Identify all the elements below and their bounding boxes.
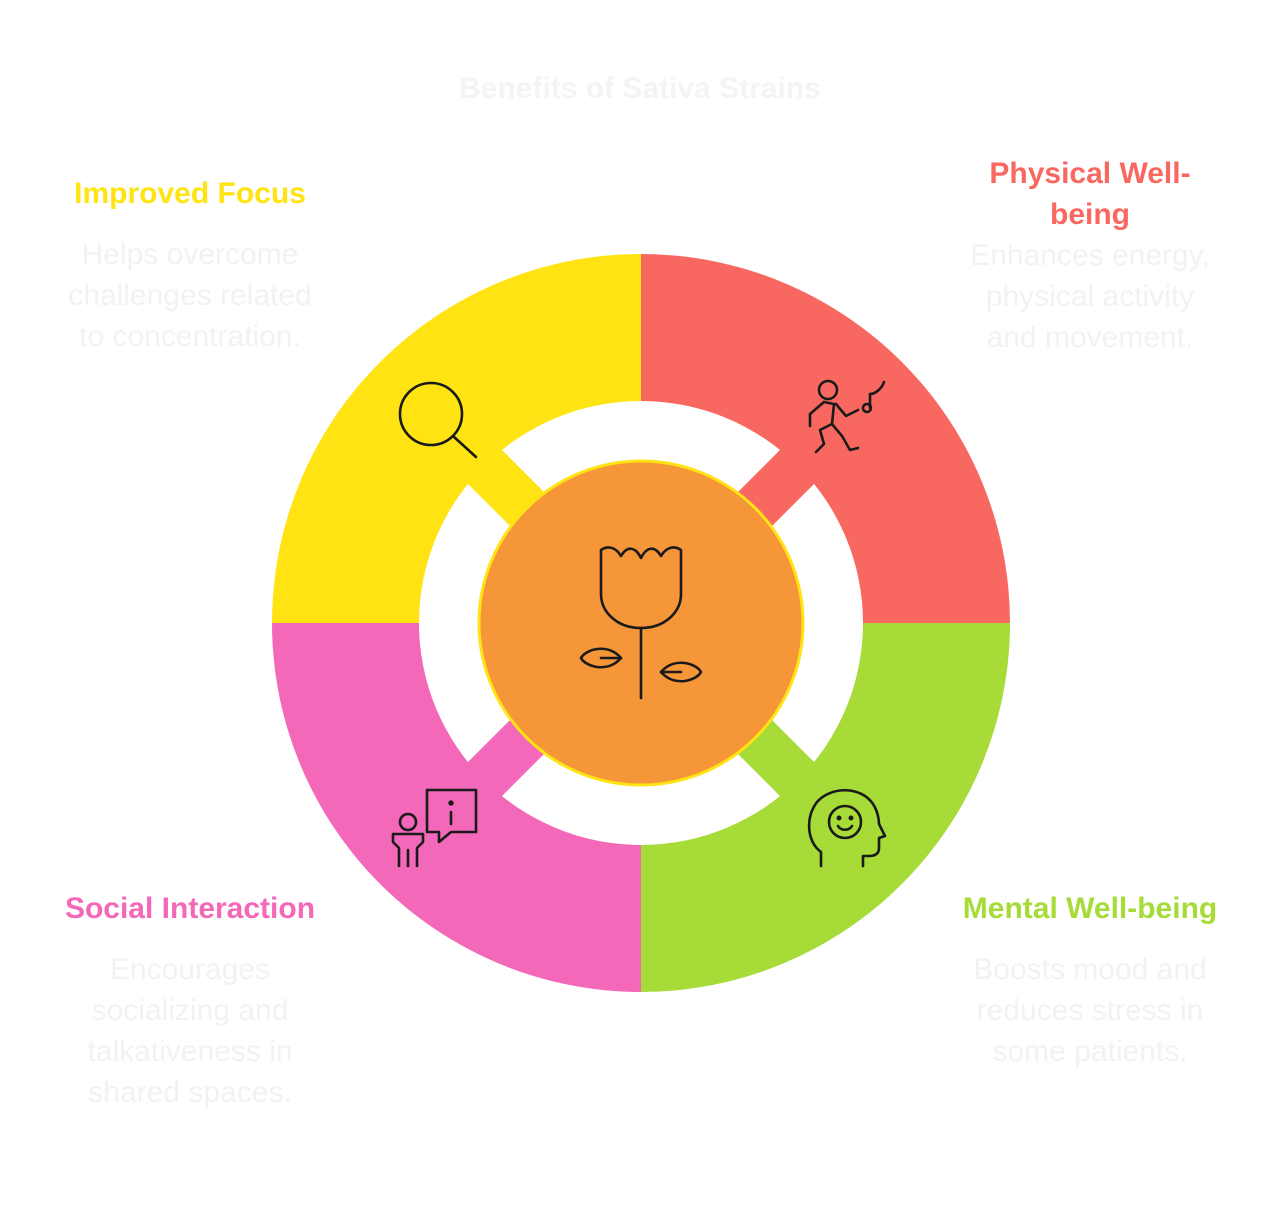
connector-mental	[738, 720, 855, 837]
mental-well-being-block: Mental Well-being Boosts mood and reduce…	[940, 888, 1240, 1072]
mental-well-being-description: Boosts mood and reduces stress in some p…	[973, 953, 1207, 1068]
social-interaction-heading: Social Interaction	[64, 892, 316, 925]
diagram-title: Benefits of Sativa Strains	[459, 72, 821, 105]
physical-well-being-block: Physical Well- being Enhances energy, ph…	[940, 153, 1240, 358]
physical-well-being-description: Enhances energy, physical activity and m…	[970, 239, 1210, 354]
center-circle	[477, 459, 805, 787]
connector-social	[427, 720, 544, 837]
social-interaction-block: Social Interaction Encourages socializin…	[40, 888, 340, 1113]
social-interaction-description: Encourages socializing and talkativeness…	[87, 953, 293, 1109]
improved-focus-block: Improved Focus Helps overcome challenges…	[40, 173, 340, 357]
tulip-icon	[579, 546, 703, 700]
physical-well-being-heading: Physical Well- being	[989, 157, 1191, 231]
connector-physical	[738, 409, 855, 526]
improved-focus-heading: Improved Focus	[74, 177, 306, 210]
dancing-person-music-icon	[808, 379, 886, 454]
smiling-head-icon	[807, 789, 887, 868]
magnifier-icon	[398, 381, 478, 459]
improved-focus-description: Helps overcome challenges related to con…	[68, 238, 312, 353]
mental-well-being-heading: Mental Well-being	[962, 892, 1218, 925]
person-speech-bubble-icon	[391, 788, 478, 868]
